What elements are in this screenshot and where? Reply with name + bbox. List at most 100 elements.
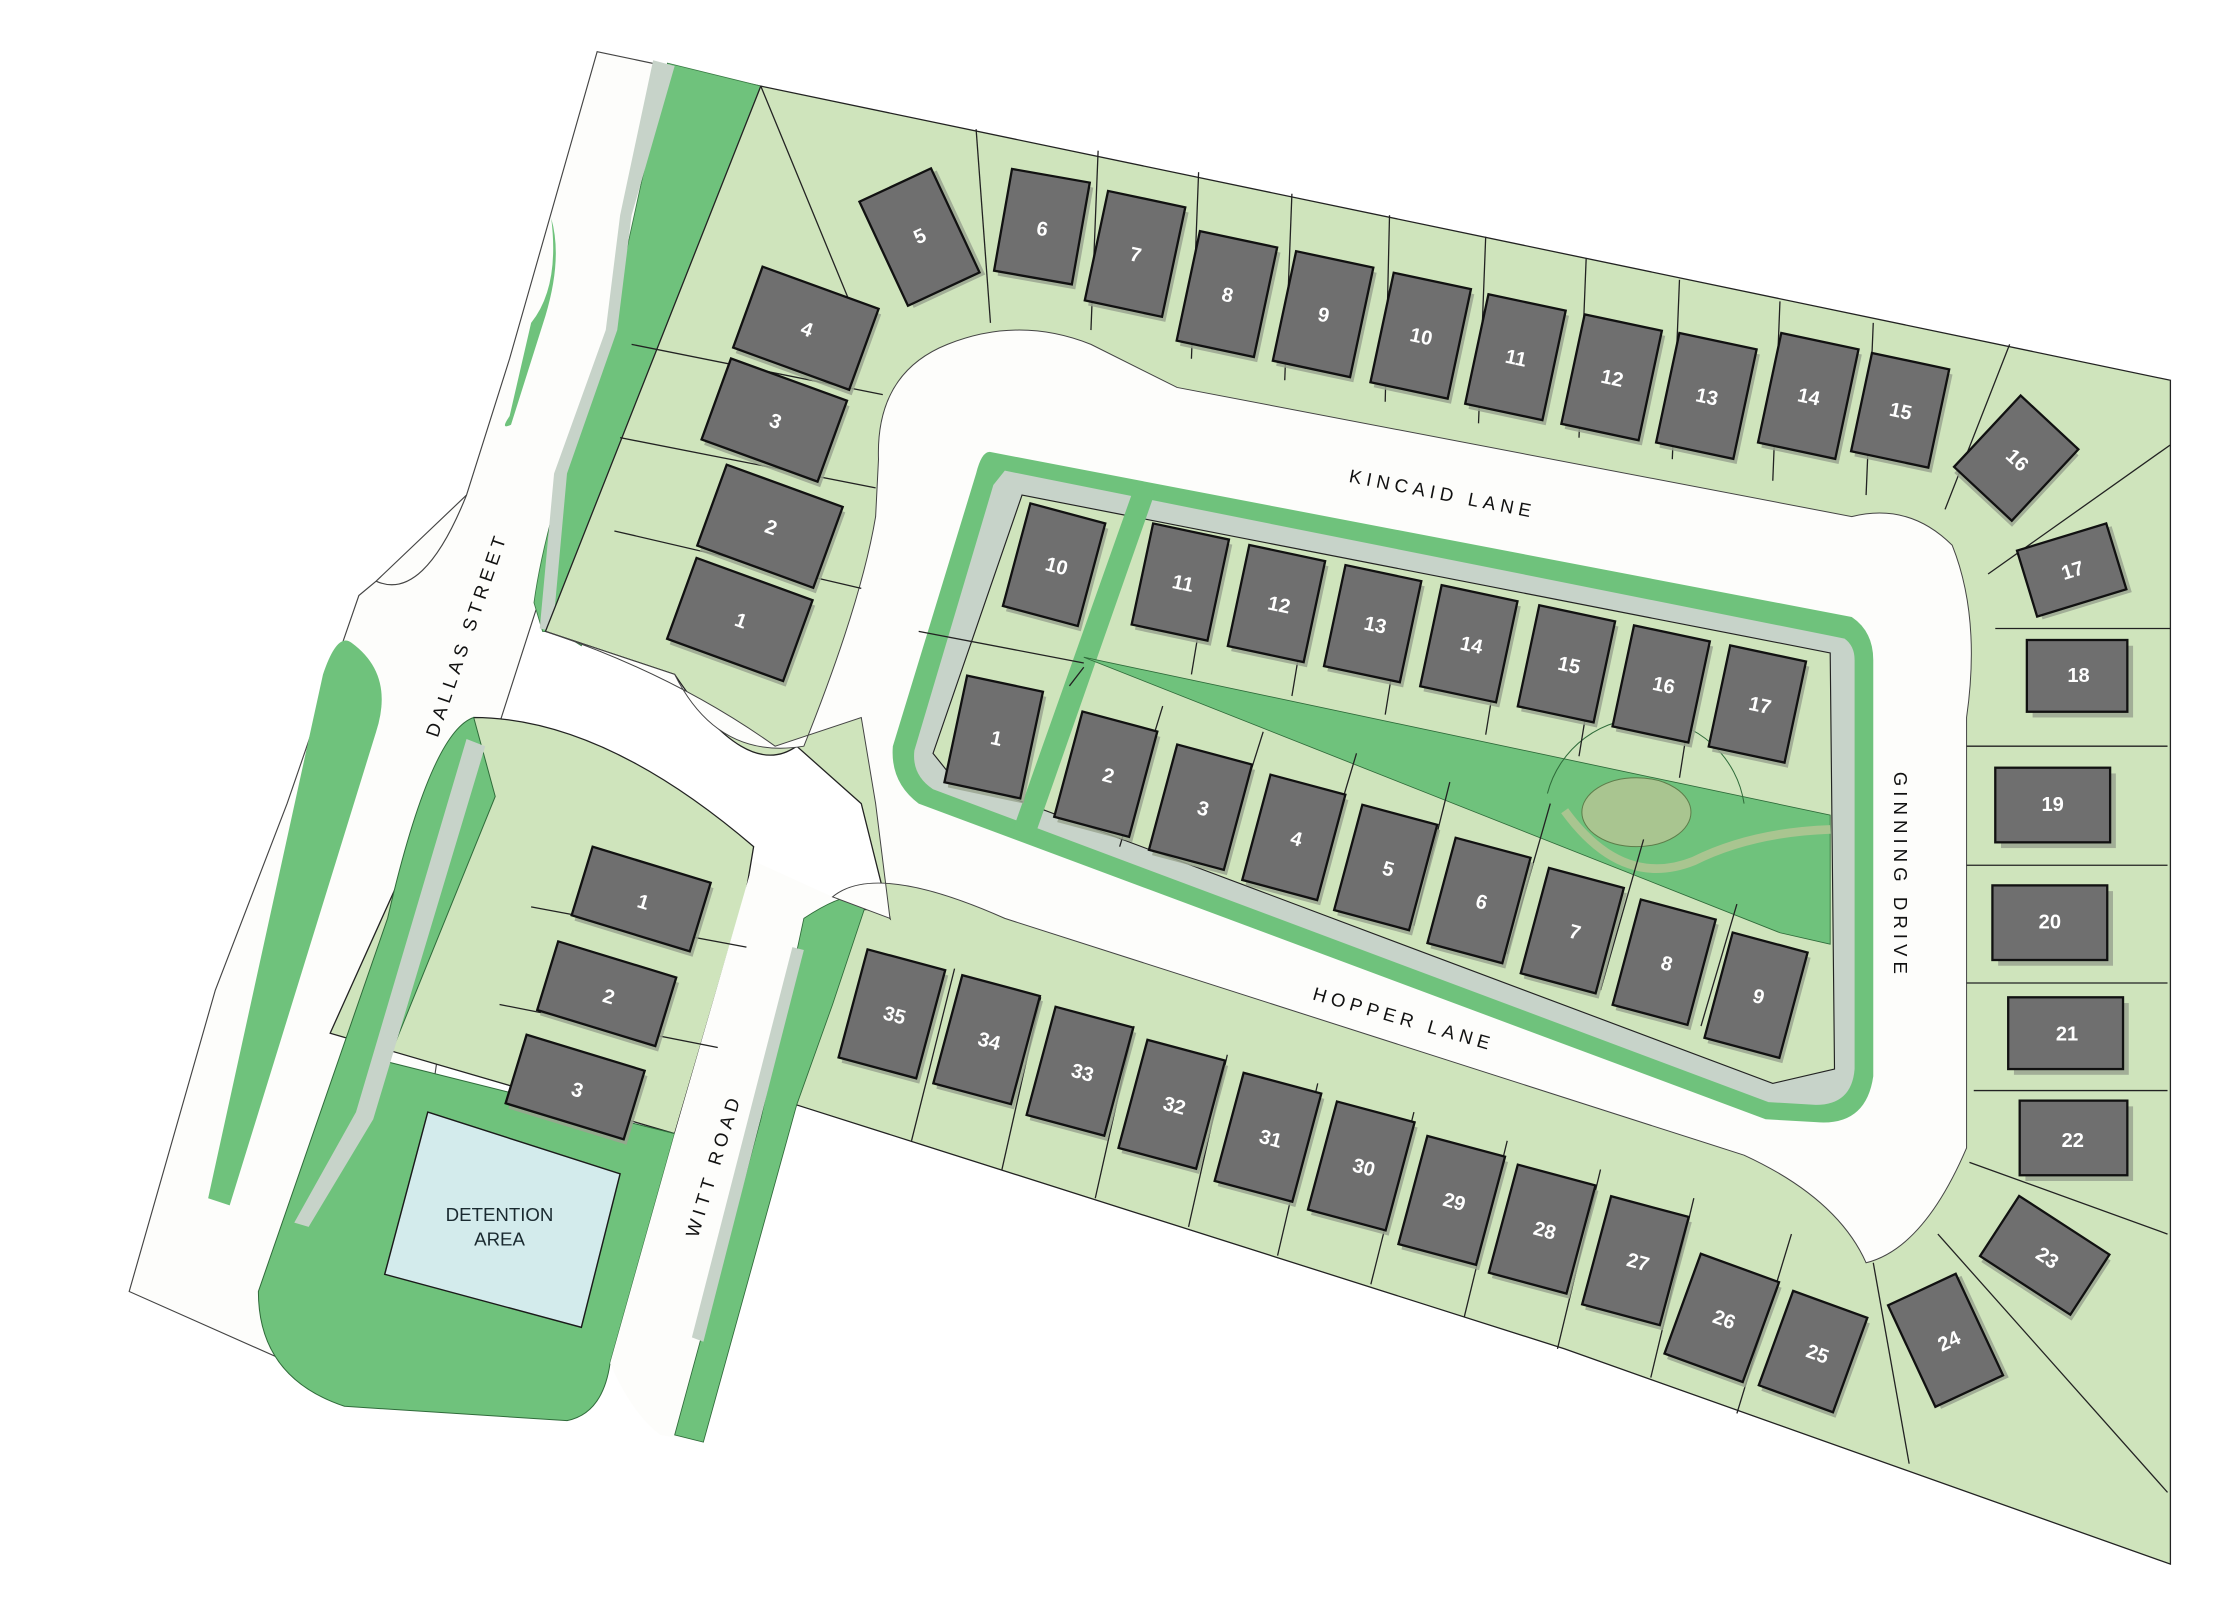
lot-is4[interactable]: 4 [1240, 773, 1349, 906]
lot-n6[interactable]: 6 [992, 167, 1094, 290]
lot-s25[interactable]: 25 [1757, 1289, 1871, 1418]
lot-w4[interactable]: 4 [731, 265, 883, 396]
lot-s32[interactable]: 32 [1117, 1038, 1229, 1174]
lot-number: 32 [1161, 1093, 1188, 1120]
lot-number: 20 [2039, 912, 2061, 934]
lot-e22[interactable]: 22 [2018, 1099, 2134, 1181]
lot-s34[interactable]: 34 [931, 973, 1044, 1110]
lot-s33[interactable]: 33 [1025, 1005, 1138, 1141]
lot-number: 14 [1795, 384, 1822, 410]
lot-number: 28 [1531, 1218, 1558, 1245]
lot-s29[interactable]: 29 [1396, 1134, 1509, 1271]
southwest-open-space: DETENTION AREA [257, 716, 676, 1422]
lot-number: 21 [2056, 1024, 2078, 1046]
detention-label-line2: AREA [474, 1229, 525, 1250]
lot-number: 5 [1380, 858, 1396, 882]
lot-n12[interactable]: 12 [1559, 312, 1666, 446]
lot-n7[interactable]: 7 [1083, 189, 1190, 322]
lot-w1[interactable]: 1 [665, 556, 817, 687]
lot-e18[interactable]: 18 [2025, 638, 2134, 718]
lot-number: 7 [1566, 921, 1582, 945]
lot-number: 18 [2067, 665, 2089, 687]
lot-n5[interactable]: 5 [857, 166, 986, 310]
lot-n13[interactable]: 13 [1654, 331, 1761, 464]
lot-number: 30 [1350, 1155, 1377, 1182]
detention-label-line1: DETENTION [446, 1204, 554, 1225]
lot-number: 6 [1035, 218, 1050, 242]
lot-is7[interactable]: 7 [1519, 866, 1628, 999]
lot-number: 10 [1043, 553, 1070, 580]
lot-number: 9 [1750, 985, 1766, 1009]
lot-n10[interactable]: 10 [1369, 271, 1476, 404]
lot-s27[interactable]: 27 [1580, 1194, 1693, 1331]
ginning-drive-label: GINNING DRIVE [1890, 772, 1911, 979]
lot-in12[interactable]: 12 [1226, 543, 1329, 668]
lot-n9[interactable]: 9 [1271, 249, 1378, 383]
lot-number: 6 [1473, 891, 1489, 915]
lot-number: 2 [1100, 764, 1116, 788]
lot-sw3[interactable]: 3 [504, 1033, 648, 1145]
lot-number: 17 [1747, 693, 1773, 719]
lot-in11[interactable]: 11 [1130, 522, 1233, 646]
lot-s31[interactable]: 31 [1213, 1071, 1326, 1207]
lot-number: 13 [1362, 613, 1388, 639]
lot-number: 12 [1266, 592, 1292, 618]
lot-e21[interactable]: 21 [2007, 996, 2129, 1075]
lot-in15[interactable]: 15 [1516, 603, 1619, 728]
houses: 4 3 2 1 5 6 7 8 9 10 11 12 13 14 15 16 1… [504, 166, 2134, 1418]
lot-s28[interactable]: 28 [1487, 1163, 1600, 1299]
lot-n15[interactable]: 15 [1849, 351, 1953, 473]
lot-is3[interactable]: 3 [1147, 743, 1256, 876]
lot-w3[interactable]: 3 [700, 357, 851, 488]
lot-number: 13 [1694, 384, 1720, 410]
lot-in13[interactable]: 13 [1322, 563, 1425, 688]
lot-e23[interactable]: 23 [1978, 1194, 2113, 1321]
lot-is2[interactable]: 2 [1052, 710, 1161, 843]
lot-s26[interactable]: 26 [1663, 1252, 1783, 1388]
lot-number: 8 [1658, 952, 1674, 976]
lot-number: 7 [1128, 244, 1144, 268]
lot-is1[interactable]: 1 [943, 674, 1048, 804]
lot-s35[interactable]: 35 [837, 947, 949, 1084]
lot-number: 12 [1599, 366, 1625, 392]
lot-s30[interactable]: 30 [1306, 1100, 1419, 1236]
lot-number: 35 [881, 1002, 908, 1029]
lot-number: 1 [988, 727, 1004, 751]
lot-number: 16 [1650, 673, 1676, 699]
lot-is9[interactable]: 9 [1703, 931, 1811, 1064]
lot-is6[interactable]: 6 [1426, 836, 1534, 969]
lot-is5[interactable]: 5 [1332, 803, 1441, 936]
lot-in17[interactable]: 17 [1707, 644, 1810, 768]
lot-number: 10 [1408, 324, 1434, 350]
lot-number: 29 [1440, 1189, 1467, 1216]
lot-e16[interactable]: 16 [1951, 393, 2081, 527]
lot-n8[interactable]: 8 [1175, 229, 1282, 363]
lot-in16[interactable]: 16 [1611, 623, 1714, 748]
lot-n14[interactable]: 14 [1756, 331, 1863, 464]
lot-number: 22 [2062, 1130, 2084, 1152]
lot-number: 11 [1503, 346, 1528, 372]
lot-in10[interactable]: 10 [1001, 501, 1110, 632]
lot-number: 9 [1316, 304, 1332, 328]
lot-number: 11 [1170, 571, 1195, 597]
lot-e20[interactable]: 20 [1991, 884, 2113, 966]
lot-in14[interactable]: 14 [1418, 583, 1521, 708]
lot-number: 33 [1069, 1060, 1096, 1087]
lot-number: 3 [1195, 797, 1211, 821]
lot-sw1[interactable]: 1 [570, 845, 714, 957]
lot-number: 19 [2042, 794, 2064, 816]
lot-number: 15 [1887, 399, 1913, 425]
lot-number: 27 [1624, 1249, 1651, 1276]
lot-e19[interactable]: 19 [1994, 766, 2116, 849]
lot-w2[interactable]: 2 [695, 463, 847, 594]
lot-is8[interactable]: 8 [1611, 898, 1719, 1031]
lot-sw2[interactable]: 2 [535, 939, 680, 1052]
lot-e24[interactable]: 24 [1886, 1272, 2009, 1411]
pond [1581, 777, 1692, 848]
lot-number: 14 [1458, 633, 1485, 659]
lot-e17[interactable]: 17 [2015, 521, 2132, 621]
lot-number: 15 [1556, 653, 1582, 679]
lot-number: 8 [1220, 284, 1236, 308]
lot-n11[interactable]: 11 [1463, 292, 1570, 426]
